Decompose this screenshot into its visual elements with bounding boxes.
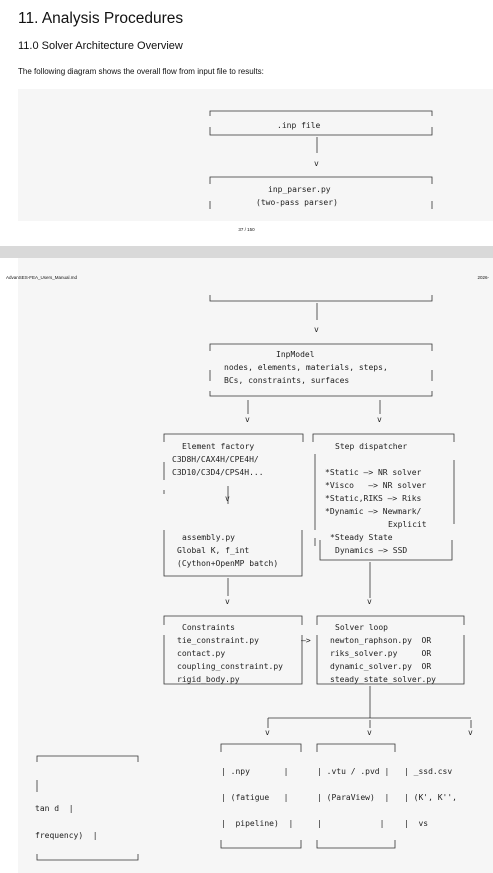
- node-factory-title: Element factory: [182, 442, 255, 451]
- arrow-head: v: [468, 728, 473, 737]
- out-ssd-desc: (K', K'',: [413, 793, 457, 802]
- node-out-npy-1: | .npy |: [221, 767, 289, 776]
- node-factory-line1: C3D8H/CAX4H/CPE4H/: [172, 455, 259, 464]
- diagram-lines-top: [209, 110, 433, 209]
- section-heading: 11. Analysis Procedures: [18, 10, 184, 27]
- page-38: v InpModel nodes, elements, materials, s…: [0, 258, 493, 873]
- arrow-head: v: [225, 494, 230, 503]
- out-ssd-desc2: vs: [418, 819, 429, 828]
- frag-tan-d-label: tan d: [35, 804, 60, 813]
- arrow-head: v: [245, 415, 250, 424]
- node-constraints-1: tie_constraint.py: [177, 636, 259, 645]
- node-dispatch-title: Step dispatcher: [335, 442, 408, 451]
- out-ssd-label: _ssd.csv: [413, 767, 453, 776]
- node-parser-name: inp_parser.py: [268, 185, 331, 194]
- node-dispatch-3: *Static,RIKS —> Riks: [325, 494, 422, 503]
- node-out-npy-2: | (fatigue |: [221, 793, 289, 802]
- node-solver-title: Solver loop: [335, 623, 388, 632]
- node-dispatch-5: Explicit: [388, 520, 427, 529]
- subsection-heading: 11.0 Solver Architecture Overview: [18, 40, 183, 52]
- running-header-date: 2026-: [477, 275, 489, 280]
- out-vtu-label: .vtu / .pvd: [326, 767, 380, 776]
- node-factory-line2: C3D10/C3D4/CPS4H...: [172, 468, 264, 477]
- node-parser-desc: (two-pass parser): [256, 198, 338, 207]
- node-out-ssd-3: | vs: [404, 819, 429, 828]
- node-out-ssd-2: | (K', K'',: [404, 793, 457, 802]
- connector-arrow: —>: [301, 636, 311, 645]
- node-solver-2: riks_solver.py OR: [330, 649, 432, 658]
- node-dispatch-7: Dynamics —> SSD: [335, 546, 408, 555]
- frag-frequency: frequency) |: [35, 831, 98, 840]
- node-constraints-3: coupling_constraint.py: [177, 662, 283, 671]
- node-out-vtu-1: | .vtu / .pvd |: [317, 767, 390, 776]
- node-model-title: InpModel: [276, 350, 315, 359]
- node-dispatch-2: *Visco —> NR solver: [325, 481, 427, 490]
- arrow-head: v: [314, 325, 319, 334]
- arrow-head: v: [367, 728, 372, 737]
- out-npy-label: .npy: [230, 767, 250, 776]
- node-model-line2: BCs, constraints, surfaces: [224, 376, 350, 385]
- node-model-line1: nodes, elements, materials, steps,: [224, 363, 388, 372]
- node-assembly-1: assembly.py: [182, 533, 235, 542]
- node-dispatch-6: *Steady State: [330, 533, 393, 542]
- arrow-head: v: [314, 159, 319, 168]
- frag-tan-d: tan d |: [35, 804, 74, 813]
- node-solver-1: newton_raphson.py OR: [330, 636, 432, 645]
- out-npy-desc: (fatigue: [230, 793, 270, 802]
- arrow-head: v: [225, 597, 230, 606]
- code-block-continued: v InpModel nodes, elements, materials, s…: [18, 258, 493, 873]
- diagram-lines: [36, 295, 472, 861]
- out-vtu-desc: (ParaView): [326, 793, 375, 802]
- frag-frequency-label: frequency): [35, 831, 84, 840]
- page-separator: [0, 246, 493, 258]
- node-dispatch-1: *Static —> NR solver: [325, 468, 422, 477]
- node-constraints-title: Constraints: [182, 623, 235, 632]
- node-assembly-2: Global K, f_int: [177, 546, 250, 555]
- node-dispatch-4: *Dynamic —> Newmark/: [325, 507, 422, 516]
- node-constraints-4: rigid_body.py: [177, 675, 240, 684]
- page-37: 11. Analysis Procedures 11.0 Solver Arch…: [0, 0, 493, 246]
- code-block: .inp file v inp_parser.py (two-pass pars…: [18, 89, 493, 221]
- out-npy-desc2: pipeline): [235, 819, 279, 828]
- node-out-vtu-2: | (ParaView) |: [317, 793, 390, 802]
- node-solver-4: steady_state_solver.py: [330, 675, 436, 684]
- node-out-ssd-1: | _ssd.csv: [404, 767, 453, 776]
- arrow-head: v: [367, 597, 372, 606]
- running-header-file: AdvanSES-FEA_Users_Manual.md: [6, 275, 78, 280]
- node-constraints-2: contact.py: [177, 649, 226, 658]
- node-solver-3: dynamic_solver.py OR: [330, 662, 432, 671]
- node-assembly-3: (Cython+OpenMP batch): [177, 559, 279, 568]
- node-out-vtu-3: | |: [317, 819, 385, 828]
- node-inp-file: .inp file: [277, 121, 321, 130]
- page-number: 37 / 150: [238, 227, 255, 232]
- node-out-npy-3: | pipeline) |: [221, 819, 294, 828]
- arrow-head: v: [377, 415, 382, 424]
- intro-paragraph: The following diagram shows the overall …: [18, 67, 264, 76]
- arrow-head: v: [265, 728, 270, 737]
